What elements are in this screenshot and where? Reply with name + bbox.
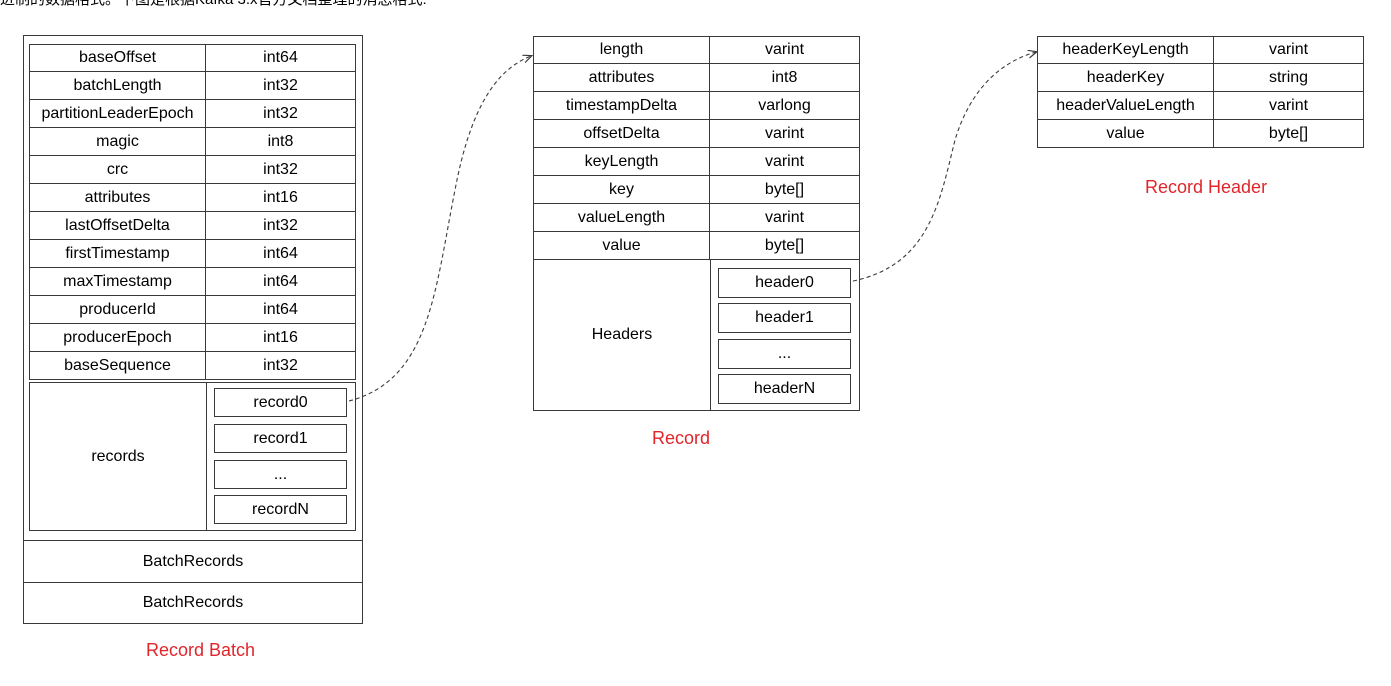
field-name: producerId: [29, 296, 206, 324]
field-type: varint: [1214, 36, 1364, 64]
field-name: producerEpoch: [29, 324, 206, 352]
field-name: offsetDelta: [533, 120, 710, 148]
field-name: crc: [29, 156, 206, 184]
headers-container: [710, 259, 860, 411]
field-name: headerKey: [1037, 64, 1214, 92]
header-link-arrow: [852, 52, 1036, 282]
field-type: int32: [206, 72, 356, 100]
field-name: maxTimestamp: [29, 268, 206, 296]
field-name: value: [1037, 120, 1214, 148]
field-type: varint: [710, 148, 860, 176]
intro-text: 进制的数据格式。下图是根据Kafka 3.x官方文档整理的消息格式:: [0, 0, 1391, 11]
field-type: int64: [206, 268, 356, 296]
records-container: [206, 382, 356, 531]
field-type: byte[]: [1214, 120, 1364, 148]
field-type: int8: [206, 128, 356, 156]
record-header-caption: Record Header: [1145, 177, 1268, 197]
field-type: byte[]: [710, 176, 860, 204]
header-item: header1: [718, 303, 851, 333]
field-type: string: [1214, 64, 1364, 92]
field-type: int32: [206, 156, 356, 184]
field-type: int64: [206, 44, 356, 72]
field-type: int64: [206, 296, 356, 324]
field-type: varint: [710, 36, 860, 64]
record-item: ...: [214, 460, 347, 489]
field-type: int8: [710, 64, 860, 92]
field-name: length: [533, 36, 710, 64]
field-name: baseOffset: [29, 44, 206, 72]
field-name: attributes: [29, 184, 206, 212]
field-name: partitionLeaderEpoch: [29, 100, 206, 128]
field-name: lastOffsetDelta: [29, 212, 206, 240]
header-item: ...: [718, 339, 851, 369]
field-name: batchLength: [29, 72, 206, 100]
field-name: timestampDelta: [533, 92, 710, 120]
field-name: headerValueLength: [1037, 92, 1214, 120]
field-name: keyLength: [533, 148, 710, 176]
field-type: int32: [206, 212, 356, 240]
field-type: int16: [206, 184, 356, 212]
field-name: baseSequence: [29, 352, 206, 380]
field-type: varint: [710, 204, 860, 232]
record-batch-caption: Record Batch: [146, 640, 256, 660]
field-name: attributes: [533, 64, 710, 92]
field-name: key: [533, 176, 710, 204]
record-item: record1: [214, 424, 347, 453]
field-type: varint: [1214, 92, 1364, 120]
field-type: int16: [206, 324, 356, 352]
record-link-arrow: [348, 56, 531, 402]
batch-records-row: BatchRecords: [23, 582, 363, 624]
field-type: int32: [206, 100, 356, 128]
record-caption: Record: [652, 428, 711, 448]
header-item: header0: [718, 268, 851, 298]
field-name: firstTimestamp: [29, 240, 206, 268]
record-item: record0: [214, 388, 347, 417]
field-type: varlong: [710, 92, 860, 120]
field-type: varint: [710, 120, 860, 148]
record-item: recordN: [214, 495, 347, 524]
field-name: valueLength: [533, 204, 710, 232]
field-name: magic: [29, 128, 206, 156]
field-type: int32: [206, 352, 356, 380]
header-item: headerN: [718, 374, 851, 404]
field-type: int64: [206, 240, 356, 268]
